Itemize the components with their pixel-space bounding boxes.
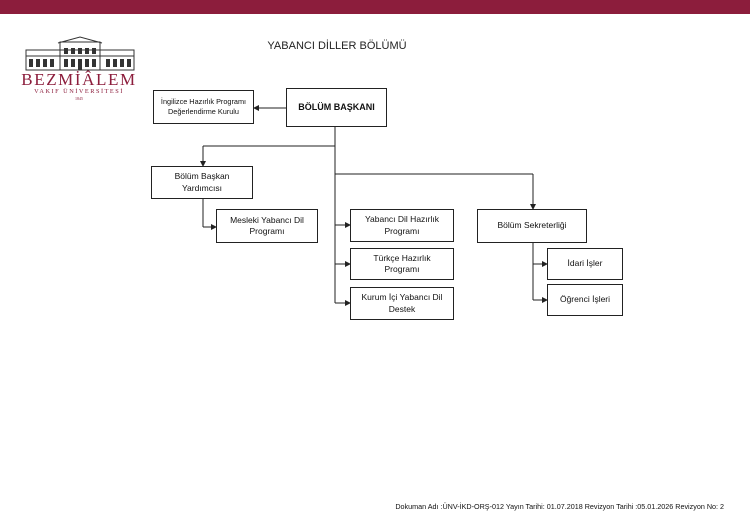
vocational-language-box: Mesleki Yabancı Dil Programı xyxy=(216,209,318,243)
department-head-box: BÖLÜM BAŞKANI xyxy=(286,88,387,127)
secretariat-box: Bölüm Sekreterliği xyxy=(477,209,587,243)
department-head-label: BÖLÜM BAŞKANI xyxy=(298,102,375,113)
deputy-head-box: Bölüm Başkan Yardımcısı xyxy=(151,166,253,199)
admin-affairs-box: İdari İşler xyxy=(547,248,623,280)
secretariat-label: Bölüm Sekreterliği xyxy=(497,220,567,231)
board-label: İngilizce Hazırlık Programı Değerlendirm… xyxy=(160,97,247,116)
admin-affairs-label: İdari İşler xyxy=(567,258,603,269)
building-icon xyxy=(25,36,135,71)
vocational-language-label: Mesleki Yabancı Dil Programı xyxy=(230,214,304,236)
language-support-label: Kurum İçi Yabancı Dil Destek xyxy=(361,292,443,314)
language-prep-box: Yabancı Dil Hazırlık Programı xyxy=(350,209,454,242)
university-logo: BEZMİÂLEM VAKIF ÜNİVERSİTESİ 1845 xyxy=(20,36,140,101)
logo-year: 1845 xyxy=(75,96,83,101)
student-affairs-box: Öğrenci İşleri xyxy=(547,284,623,316)
document-footer: Dokuman Adı :ÜNV-İKD-ORŞ-012 Yayın Tarih… xyxy=(395,502,724,511)
logo-brand: BEZMİÂLEM xyxy=(21,70,137,89)
logo-subtitle: VAKIF ÜNİVERSİTESİ xyxy=(34,88,124,95)
top-bar xyxy=(0,0,750,14)
turkish-prep-label: Türkçe Hazırlık Programı xyxy=(373,252,431,274)
board-box: İngilizce Hazırlık Programı Değerlendirm… xyxy=(153,90,254,124)
turkish-prep-box: Türkçe Hazırlık Programı xyxy=(350,248,454,280)
page-title: YABANCI DİLLER BÖLÜMÜ xyxy=(267,40,407,52)
language-prep-label: Yabancı Dil Hazırlık Programı xyxy=(364,214,439,236)
deputy-head-label: Bölüm Başkan Yardımcısı xyxy=(174,171,230,193)
student-affairs-label: Öğrenci İşleri xyxy=(559,294,611,305)
language-support-box: Kurum İçi Yabancı Dil Destek xyxy=(350,287,454,320)
